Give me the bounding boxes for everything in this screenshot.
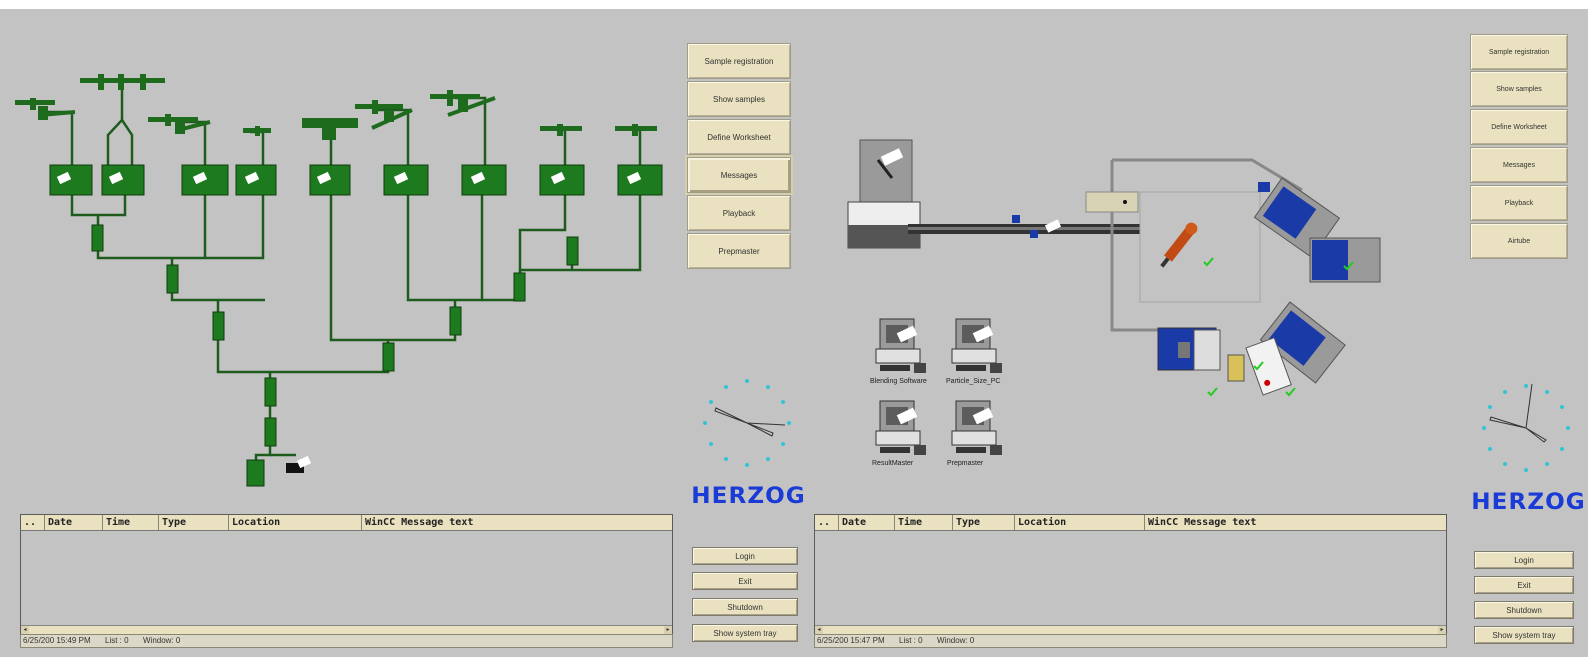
show-system-tray-button-2[interactable]: Show system tray <box>1474 626 1574 644</box>
nav-show-samples-button-2[interactable]: Show samples <box>1470 71 1568 107</box>
nav-define-worksheet-button-2[interactable]: Define Worksheet <box>1470 109 1568 145</box>
exit-button[interactable]: Exit <box>692 572 798 590</box>
nav-sample-registration-button-2[interactable]: Sample registration <box>1470 34 1568 70</box>
workstation-pc-icon <box>951 318 1002 373</box>
pc-label-blending-software: Blending Software <box>870 378 927 385</box>
nav-define-worksheet-button[interactable]: Define Worksheet <box>687 119 791 155</box>
horizontal-scrollbar[interactable]: ◂ ▸ <box>815 625 1446 634</box>
column-header-date[interactable]: Date <box>839 515 895 530</box>
column-header-location[interactable]: Location <box>229 515 362 530</box>
nav-show-samples-button[interactable]: Show samples <box>687 81 791 117</box>
scroll-right-icon[interactable]: ▸ <box>1438 626 1446 634</box>
column-header-type[interactable]: Type <box>953 515 1015 530</box>
message-table-header: .. Date Time Type Location WinCC Message… <box>21 515 672 531</box>
airtube-network-diagram <box>15 74 663 487</box>
clock-icon <box>1482 383 1570 472</box>
nav-prepmaster-button[interactable]: Prepmaster <box>687 233 791 269</box>
column-header-location[interactable]: Location <box>1015 515 1145 530</box>
message-table-header: .. Date Time Type Location WinCC Message… <box>815 515 1446 531</box>
column-header-time[interactable]: Time <box>895 515 953 530</box>
nav-messages-button-2[interactable]: Messages <box>1470 147 1568 183</box>
message-status-bar: 6/25/200 15:49 PM List : 0 Window: 0 <box>20 634 673 648</box>
login-button-2[interactable]: Login <box>1474 551 1574 569</box>
pc-label-prepmaster: Prepmaster <box>947 460 984 467</box>
status-list-count: List : 0 <box>899 636 923 645</box>
scroll-left-icon[interactable]: ◂ <box>21 626 29 634</box>
workstation-pc-icon <box>875 400 926 455</box>
pc-label-particle-size-pc: Particle_Size_PC <box>946 378 1001 385</box>
column-header-message-text[interactable]: WinCC Message text <box>365 517 474 528</box>
status-datetime: 6/25/200 15:47 PM <box>817 636 885 645</box>
column-header-time[interactable]: Time <box>103 515 159 530</box>
message-status-bar-2: 6/25/200 15:47 PM List : 0 Window: 0 <box>814 634 1447 648</box>
status-list-count: List : 0 <box>105 636 129 645</box>
pc-label-resultmaster: ResultMaster <box>872 460 914 467</box>
scroll-right-icon[interactable]: ▸ <box>664 626 672 634</box>
nav-airtube-button[interactable]: Airtube <box>1470 223 1568 259</box>
workstation-pc-icon <box>951 400 1002 455</box>
nav-sample-registration-button[interactable]: Sample registration <box>687 43 791 79</box>
status-window: Window: 0 <box>143 636 181 645</box>
shutdown-button-2[interactable]: Shutdown <box>1474 601 1574 619</box>
column-header-message-text[interactable]: WinCC Message text <box>1148 517 1257 528</box>
status-datetime: 6/25/200 15:49 PM <box>23 636 91 645</box>
horizontal-scrollbar[interactable]: ◂ ▸ <box>21 625 672 634</box>
alarm-message-window[interactable]: .. Date Time Type Location WinCC Message… <box>20 514 673 634</box>
herzog-logo: HERZOG <box>691 484 806 509</box>
nav-messages-button[interactable]: Messages <box>687 157 791 193</box>
scroll-left-icon[interactable]: ◂ <box>815 626 823 634</box>
show-system-tray-button[interactable]: Show system tray <box>692 624 798 642</box>
shutdown-button[interactable]: Shutdown <box>692 598 798 616</box>
workstation-pc-icon <box>875 318 926 373</box>
column-header-index[interactable]: .. <box>21 515 45 530</box>
top-strip <box>0 0 1588 9</box>
column-header-index[interactable]: .. <box>815 515 839 530</box>
status-window: Window: 0 <box>937 636 975 645</box>
alarm-message-window-2[interactable]: .. Date Time Type Location WinCC Message… <box>814 514 1447 634</box>
herzog-logo-2: HERZOG <box>1471 490 1586 515</box>
column-header-type[interactable]: Type <box>159 515 229 530</box>
nav-playback-button[interactable]: Playback <box>687 195 791 231</box>
exit-button-2[interactable]: Exit <box>1474 576 1574 594</box>
login-button[interactable]: Login <box>692 547 798 565</box>
column-header-date[interactable]: Date <box>45 515 103 530</box>
robot-lab-diagram <box>847 139 1381 397</box>
clock-icon <box>703 379 791 467</box>
nav-playback-button-2[interactable]: Playback <box>1470 185 1568 221</box>
